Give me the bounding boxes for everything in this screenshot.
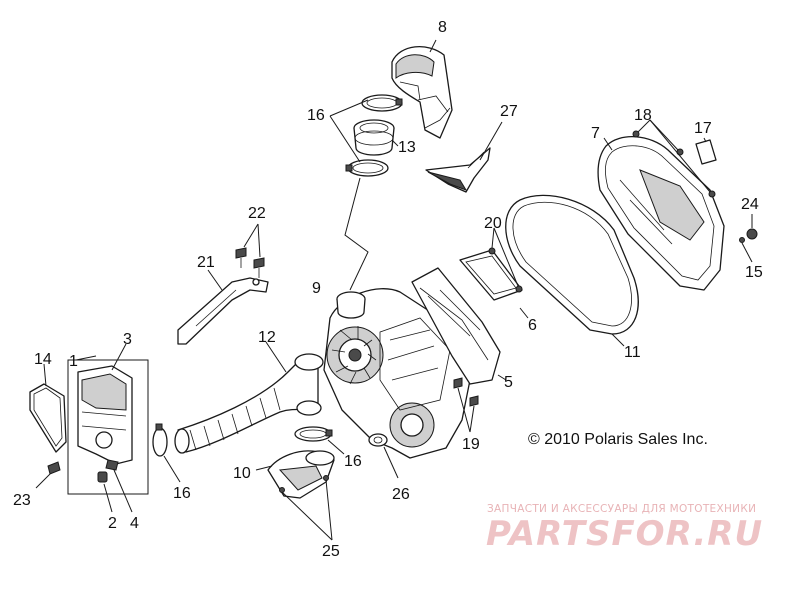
callout-6: 6 (528, 317, 537, 334)
callout-26: 26 (392, 486, 410, 503)
part-6-cover-plate (459, 249, 523, 301)
callout-17: 17 (694, 120, 712, 137)
part-9-inner-housing (323, 288, 471, 459)
callout-19: 19 (462, 436, 480, 453)
part-19-bolts (453, 377, 479, 407)
callout-3: 3 (123, 331, 132, 348)
callout-24: 24 (741, 196, 759, 213)
callout-1: 1 (69, 353, 78, 370)
callout-27: 27 (500, 103, 518, 120)
callout-14: 14 (34, 351, 52, 368)
copyright-notice: © 2010 Polaris Sales Inc. (528, 431, 708, 448)
part-7-outer-cover (597, 135, 725, 291)
part-10-lower-duct (267, 450, 335, 499)
callout-2: 2 (108, 515, 117, 532)
callout-5: 5 (504, 374, 513, 391)
part-27-bracket (425, 147, 491, 193)
part-13-coupler (353, 119, 395, 156)
part-16-hose-clamp-left (152, 423, 168, 457)
callout-13: 13 (398, 139, 416, 156)
watermark: ЗАПЧАСТИ И АКСЕССУАРЫ ДЛЯ МОТОТЕХНИКИ PA… (486, 503, 763, 554)
callout-16-left: 16 (173, 485, 191, 502)
part-5-cover-plate (411, 267, 501, 385)
part-17-label (695, 139, 717, 165)
part-21-mount-bracket (177, 277, 269, 345)
part-14-filter-element (29, 383, 67, 453)
callout-25: 25 (322, 543, 340, 560)
callout-23: 23 (13, 492, 31, 509)
callout-4: 4 (130, 515, 139, 532)
part-23-screw (47, 461, 61, 475)
callout-22: 22 (248, 205, 266, 222)
callout-20: 20 (484, 215, 502, 232)
part-16-hose-clamp-right (294, 426, 333, 442)
callout-16-upper: 16 (307, 107, 325, 124)
part-22-bolts (235, 247, 265, 278)
callout-12: 12 (258, 329, 276, 346)
part-2-drain (97, 471, 108, 483)
part-8-intake-duct (391, 45, 453, 139)
watermark-logo: PARTSFOR.RU (486, 514, 763, 554)
part-20-bolts (488, 247, 523, 293)
part-4-clip (105, 459, 119, 471)
callout-8: 8 (438, 19, 447, 36)
callout-7: 7 (591, 125, 600, 142)
callout-11: 11 (624, 344, 641, 361)
part-3-airbox (77, 365, 133, 465)
part-16-middle-clamp (345, 159, 389, 177)
callout-15: 15 (745, 264, 763, 281)
part-11-drive-belt (505, 194, 639, 335)
part-26-washer (368, 433, 388, 447)
part-1-airbox-frame (67, 359, 149, 495)
callout-10: 10 (233, 465, 251, 482)
callout-16-right: 16 (344, 453, 362, 470)
callout-21: 21 (197, 254, 215, 271)
part-12-intake-hose (174, 353, 324, 454)
callout-18: 18 (634, 107, 652, 124)
part-24-plug (746, 228, 758, 240)
part-15-screw (739, 237, 745, 243)
callout-9: 9 (312, 280, 321, 297)
watermark-tagline: ЗАПЧАСТИ И АКСЕССУАРЫ ДЛЯ МОТОТЕХНИКИ (487, 503, 756, 515)
callout-labels: 1 2 3 4 5 6 7 8 9 10 11 12 13 14 15 16 1… (13, 19, 763, 560)
part-16-upper-clamp (361, 94, 403, 112)
